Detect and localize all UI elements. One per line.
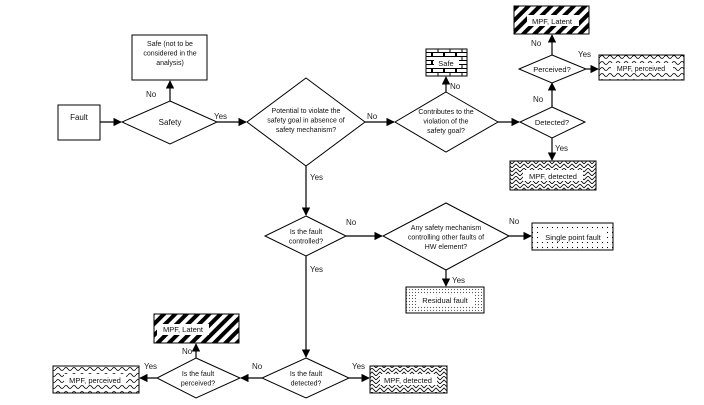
label-line: detected? [291, 381, 322, 388]
node-fault: Fault [57, 104, 101, 141]
node-safe-label: Safe [438, 59, 453, 68]
node-mpf-perceived-bottom-label: MPF, perceived [69, 376, 121, 385]
node-detected-top: Detected? [518, 106, 587, 139]
node-potential-violate-label: Potential to violate the safety goal in a… [267, 108, 344, 134]
node-fault-perceived-label: Is the fault perceived? [181, 371, 215, 388]
label-line: safety goal? [427, 128, 465, 135]
edge-label-detected-no: No [533, 95, 544, 104]
node-mpf-perceived-top-label: MPF, perceived [617, 66, 665, 73]
node-fault-label: Fault [70, 113, 89, 122]
edge-label-fault-perceived-no: No [182, 347, 193, 356]
node-fault-detected: Is the fault detected? [260, 357, 351, 399]
node-any-safety-mechanism-label: Any safety mechanism controlling other fa… [408, 225, 484, 251]
edge-label-perceived-no: No [531, 39, 542, 48]
node-safety: Safety [120, 100, 219, 145]
node-mpf-detected-bottom-label: MPF, detected [384, 376, 432, 385]
node-mpf-latent-top: MPF, Latent [513, 5, 590, 35]
label-line: Fault [70, 113, 89, 122]
label-line: Safe [438, 59, 453, 68]
label-line: Potential to violate the [272, 108, 341, 115]
label-line: Is the fault [182, 371, 214, 378]
node-single-point-fault-label: Single point fault [545, 233, 601, 242]
edge-label-potential-yes: Yes [310, 173, 323, 182]
node-perceived-top-label: Perceived? [533, 65, 571, 74]
edge-label-safety-no: No [146, 90, 157, 99]
label-line: MPF, perceived [617, 66, 665, 73]
edge-label-contributes-no: No [450, 82, 461, 91]
node-mpf-detected-top-label: MPF, detected [529, 172, 577, 181]
node-mpf-detected-top: MPF, detected [509, 160, 597, 191]
edge-label-perceived-yes: Yes [578, 50, 591, 59]
edge-label-potential-no: No [367, 112, 378, 121]
label-line: violation of the [423, 119, 468, 126]
edge-label-controlled-yes: Yes [310, 265, 323, 274]
label-line: Any safety mechanism [411, 225, 482, 232]
node-mpf-detected-bottom: MPF, detected [369, 365, 448, 394]
label-line: controlled? [289, 239, 323, 246]
node-any-safety-mechanism: Any safety mechanism controlling other fa… [381, 202, 511, 271]
node-detected-top-label: Detected? [535, 118, 569, 127]
node-potential-violate: Potential to violate the safety goal in a… [246, 77, 366, 167]
node-residual-fault: Residual fault [405, 286, 485, 314]
node-mpf-latent-bottom: MPF, Latent [153, 313, 240, 344]
node-contributes: Contributes to the violation of the safety… [394, 91, 500, 153]
node-mpf-perceived-top: MPF, perceived [598, 54, 685, 81]
label-line: Single point fault [545, 233, 601, 242]
node-mpf-latent-bottom-label: MPF, Latent [163, 325, 204, 334]
node-contributes-label: Contributes to the violation of the safety… [418, 109, 473, 135]
label-line: MPF, Latent [532, 17, 573, 26]
node-safe-not-considered: Safe (not to be considered in the analysis… [131, 34, 208, 81]
label-line: perceived? [181, 381, 215, 388]
edge-label-safety-yes: Yes [214, 112, 227, 121]
edge-label-detected-yes: Yes [555, 144, 568, 153]
label-line: HW element? [425, 244, 468, 251]
label-line: Perceived? [533, 65, 571, 74]
node-residual-fault-label: Residual fault [422, 296, 468, 305]
node-fault-controlled-label: Is the fault controlled? [289, 229, 323, 246]
edge-label-fault-perceived-yes: Yes [144, 362, 157, 371]
edge-label-any-mech-no: No [509, 217, 520, 226]
node-perceived-top: Perceived? [517, 54, 588, 84]
node-safety-label: Safety [159, 118, 182, 127]
label-line: safety mechanism? [276, 127, 336, 134]
label-line: MPF, detected [384, 376, 432, 385]
node-safe: Safe [425, 48, 468, 77]
node-mpf-perceived-bottom: MPF, perceived [52, 365, 140, 394]
label-line: Is the fault [290, 371, 322, 378]
label-line: Safe (not to be [147, 41, 193, 48]
label-line: Contributes to the [418, 109, 473, 116]
edge-label-fault-detected-no: No [252, 362, 263, 371]
label-line: controlling other faults of [408, 235, 484, 242]
label-line: considered in the [143, 51, 196, 58]
node-mpf-latent-top-label: MPF, Latent [532, 17, 573, 26]
edge-label-any-mech-yes: Yes [452, 276, 465, 285]
label-line: MPF, perceived [69, 376, 121, 385]
label-line: MPF, detected [529, 172, 577, 181]
node-fault-detected-label: Is the fault detected? [290, 371, 322, 388]
node-single-point-fault: Single point fault [531, 222, 614, 251]
label-line: Detected? [535, 118, 569, 127]
node-fault-controlled: Is the fault controlled? [263, 215, 348, 257]
node-safe-not-considered-label: Safe (not to be considered in the analysis… [143, 41, 196, 67]
label-line: Residual fault [422, 296, 468, 305]
label-line: MPF, Latent [163, 325, 204, 334]
label-line: analysis) [156, 60, 184, 67]
node-fault-perceived: Is the fault perceived? [155, 357, 242, 399]
edge-label-fault-detected-yes: Yes [352, 362, 365, 371]
label-line: safety goal in absence of [267, 118, 344, 125]
edge-label-controlled-no: No [346, 218, 357, 227]
label-line: Is the fault [290, 229, 322, 236]
label-line: Safety [159, 118, 182, 127]
